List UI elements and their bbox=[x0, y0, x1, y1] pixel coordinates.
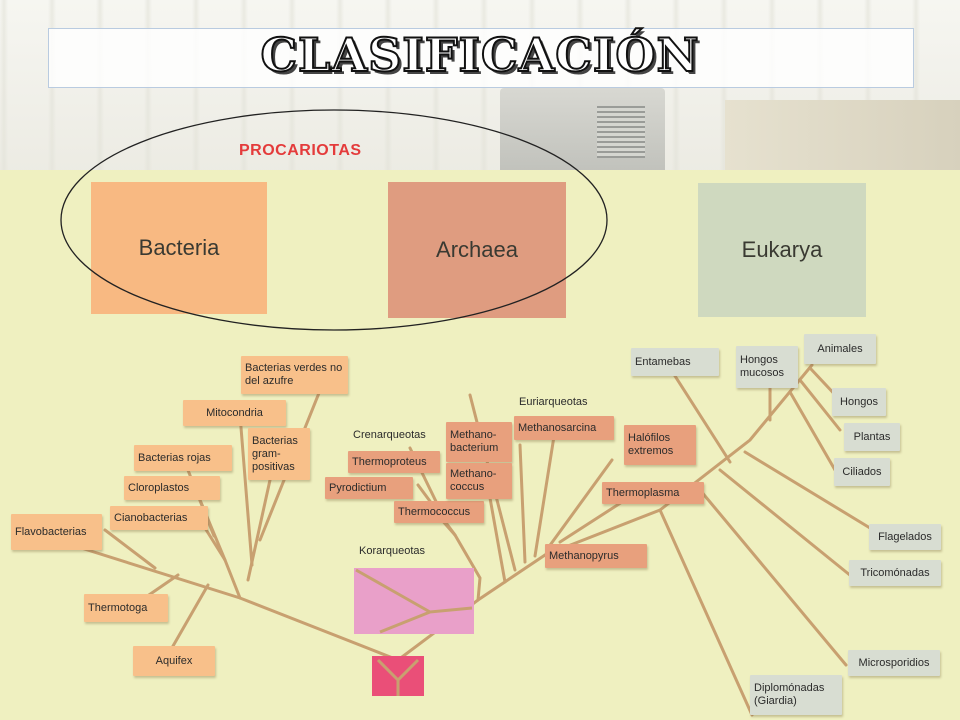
eukarya-domain-box: Eukarya bbox=[698, 183, 866, 317]
label-microsporidia: Microsporidios bbox=[848, 650, 940, 676]
label-pyrodictium: Pyrodictium bbox=[325, 477, 413, 499]
label-mitochondria: Mitocondria bbox=[183, 400, 286, 426]
label-fungi: Hongos bbox=[832, 388, 886, 416]
label-animals: Animales bbox=[804, 334, 876, 364]
prokaryotes-label: PROCARIOTAS bbox=[239, 142, 362, 159]
label-thermoplasma: Thermoplasma bbox=[602, 482, 704, 504]
label-extreme-halophiles: Halófilos extremos bbox=[624, 425, 696, 465]
bacteria-domain-box: Bacteria bbox=[91, 182, 267, 314]
label-trichomonads: Tricomónadas bbox=[849, 560, 941, 586]
heading-korarchaeota: Korarqueotas bbox=[359, 545, 426, 557]
heading-euryarchaeota: Euriarqueotas bbox=[519, 396, 588, 408]
label-entamoebae: Entamebas bbox=[631, 348, 719, 376]
eukarya-domain-label: Eukarya bbox=[741, 237, 823, 262]
background-appliance bbox=[725, 100, 960, 178]
label-chloroplasts: Cloroplastos bbox=[124, 476, 220, 500]
label-plants: Plantas bbox=[844, 423, 900, 451]
label-ciliates: Ciliados bbox=[834, 458, 890, 486]
slide-title: CLASIFICACIÓN bbox=[259, 27, 700, 83]
label-slime-molds: Hongos mucosos bbox=[736, 346, 798, 388]
bacteria-domain-label: Bacteria bbox=[138, 235, 220, 260]
label-green-nonsulfur-bacteria: Bacterias verdes no del azufre bbox=[241, 356, 348, 394]
tree-branches bbox=[38, 363, 872, 717]
label-methanococcus: Methano- coccus bbox=[446, 463, 512, 499]
label-diplomonads: Diplomónadas (Giardia) bbox=[750, 675, 842, 715]
label-purple-bacteria: Bacterias rojas bbox=[134, 445, 232, 471]
root-branch bbox=[376, 658, 420, 696]
label-methanopyrus: Methanopyrus bbox=[545, 544, 647, 568]
label-methanobacterium: Methano- bacterium bbox=[446, 422, 512, 462]
background-air-conditioner bbox=[500, 88, 665, 178]
heading-crenarchaeota: Crenarqueotas bbox=[353, 429, 426, 441]
label-methanosarcina: Methanosarcina bbox=[514, 416, 614, 440]
korarchaeota-branches bbox=[355, 568, 473, 634]
prokaryotes-highlight-ellipse bbox=[60, 109, 608, 331]
label-thermococcus: Thermococcus bbox=[394, 501, 484, 523]
label-flagellates: Flagelados bbox=[869, 524, 941, 550]
archaea-domain-label: Archaea bbox=[436, 237, 518, 262]
label-flavobacteria: Flavobacterias bbox=[11, 514, 102, 550]
title-bar bbox=[48, 28, 914, 88]
label-aquifex: Aquifex bbox=[133, 646, 215, 676]
archaea-domain-box: Archaea bbox=[388, 182, 566, 318]
label-gram-positive-bacteria: Bacterias gram-positivas bbox=[248, 428, 310, 480]
label-cyanobacteria: Cianobacterias bbox=[110, 506, 208, 530]
vent-grille bbox=[597, 106, 645, 158]
label-thermoproteus: Thermoproteus bbox=[348, 451, 440, 473]
label-thermotoga: Thermotoga bbox=[84, 594, 168, 622]
